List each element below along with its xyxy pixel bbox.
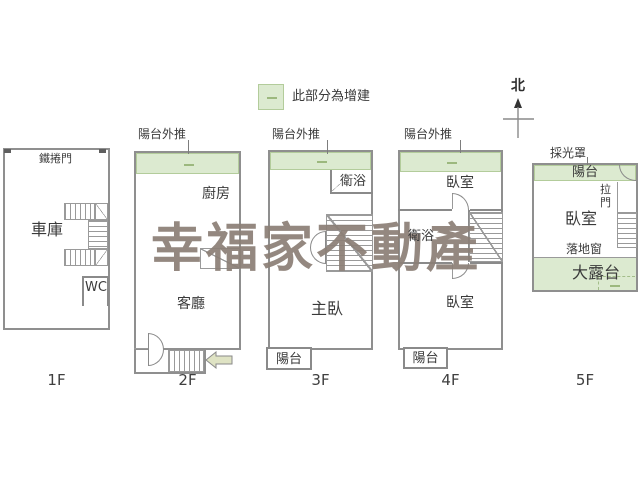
room-label-bathroom-4f: 衛浴 — [408, 229, 435, 244]
stairs-winder — [95, 203, 108, 220]
room-label-garage: 車庫 — [31, 220, 64, 239]
floor-label-4f: 4F — [441, 371, 460, 389]
dimension-mark — [610, 285, 620, 287]
leader-line — [327, 140, 328, 154]
stairs-run — [64, 249, 95, 266]
dimension-mark — [447, 162, 457, 164]
stairs-run — [617, 212, 637, 248]
floor-label-5f: 5F — [575, 371, 595, 389]
floor-label-3f: 3F — [311, 371, 330, 389]
balcony-box-4f: 陽台 — [403, 347, 448, 369]
agency-watermark: 幸福家不動產 — [151, 219, 482, 279]
room-label-rolling-door: 鐵捲門 — [39, 152, 72, 165]
stairs-winder — [95, 249, 108, 266]
stairs-shaft — [88, 220, 108, 249]
addition-strip-4f — [400, 152, 501, 172]
stairs-block — [469, 212, 503, 262]
stairs-run — [64, 203, 95, 220]
partition-wall — [398, 209, 452, 211]
bathroom-wall — [330, 170, 332, 194]
room-label-wc: WC — [85, 280, 107, 295]
partition-wall — [470, 262, 503, 264]
wall-post — [99, 149, 106, 153]
french-window-label: 落地窗 — [566, 242, 603, 256]
dimension-mark — [267, 97, 277, 99]
bathroom-door-swing — [331, 183, 341, 192]
room-label-bathroom-3f: 衛浴 — [340, 174, 367, 189]
compass-north-label: 北 — [511, 78, 525, 94]
room-label-balcony-5f: 陽台 — [572, 165, 599, 180]
room-label-bedroom-lower: 臥室 — [446, 295, 474, 311]
bathroom-wall — [330, 192, 373, 194]
addition-strip-2f — [136, 153, 239, 174]
floor-label-2f: 2F — [178, 371, 197, 389]
sliding-door-label: 拉門 — [600, 183, 611, 209]
sliding-door-track — [617, 182, 618, 213]
dimension-mark — [184, 164, 194, 166]
legend-addition-swatch — [258, 84, 284, 110]
leader-line — [460, 140, 461, 153]
leader-line — [587, 157, 588, 165]
window-wall — [534, 257, 636, 258]
leader-line — [188, 140, 189, 154]
wc-room — [82, 276, 109, 306]
annex-label-4f: 陽台外推 — [404, 127, 453, 141]
legend-label: 此部分為增建 — [292, 89, 371, 104]
room-label-master-bedroom: 主臥 — [311, 299, 344, 318]
room-label-kitchen: 廚房 — [202, 186, 230, 202]
room-label-living-room: 客廳 — [177, 296, 205, 312]
dimension-mark — [317, 161, 327, 163]
balcony-box-3f: 陽台 — [266, 347, 312, 370]
annex-label-3f: 陽台外推 — [272, 127, 321, 141]
wall-post — [4, 149, 11, 153]
room-label-bedroom-5f: 臥室 — [565, 209, 598, 228]
stairs-block — [326, 214, 373, 272]
addition-strip-3f — [270, 152, 371, 170]
room-label-terrace: 大露台 — [572, 263, 621, 282]
floor-label-1f: 1F — [47, 371, 66, 389]
skylight-label: 採光罩 — [550, 146, 587, 160]
compass-north-icon — [503, 98, 534, 138]
room-label-bedroom-upper: 臥室 — [446, 175, 474, 191]
terrace-5f — [534, 258, 636, 290]
stairs-run — [200, 248, 240, 269]
partition-wall — [470, 209, 503, 211]
stairs-run — [168, 350, 204, 372]
terrace-dashed-detail — [598, 276, 635, 290]
wall-stub — [134, 348, 148, 349]
direction-arrow-icon — [205, 351, 233, 369]
partition-wall — [398, 262, 452, 264]
annex-label-2f: 陽台外推 — [138, 127, 187, 141]
